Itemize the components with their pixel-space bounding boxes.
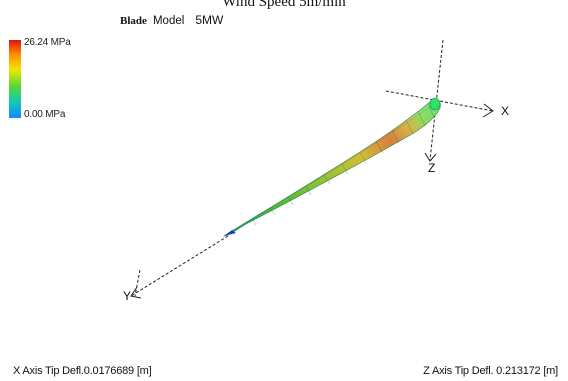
z-tip-deflection: Z Axis Tip Defl. 0.213172 [m] — [423, 365, 558, 377]
axis-arrowheads — [130, 103, 494, 299]
window-title: Wind Speed 5m/min — [222, 0, 346, 10]
model-info: Blade Model 5MW — [120, 13, 223, 27]
blade-model — [222, 97, 441, 237]
model-label: Model — [152, 15, 185, 27]
blade-label: Blade — [120, 15, 147, 27]
x-tip-deflection: X Axis Tip Defl.0.0176689 [m] — [13, 365, 152, 377]
legend-min-label: 0.00 MPa — [24, 109, 66, 120]
z-arrowhead — [424, 152, 437, 162]
model-value: 5MW — [195, 13, 224, 27]
y-axis-tick — [134, 269, 141, 297]
blade-root — [429, 97, 441, 111]
y-axis-line — [130, 235, 229, 297]
y-arrowhead — [130, 286, 142, 299]
y-axis-label: Y — [123, 289, 131, 303]
axes-group — [130, 39, 494, 297]
x-axis-label: X — [501, 104, 509, 118]
blade-tip — [224, 230, 236, 236]
blade-shading — [224, 100, 441, 236]
stress-color-legend — [9, 40, 21, 118]
x-axis-line — [385, 90, 494, 112]
legend-max-label: 26.24 MPa — [24, 37, 71, 48]
blade-mesh — [231, 102, 435, 231]
z-axis-label: Z — [428, 161, 435, 175]
x-arrowhead — [482, 103, 494, 118]
